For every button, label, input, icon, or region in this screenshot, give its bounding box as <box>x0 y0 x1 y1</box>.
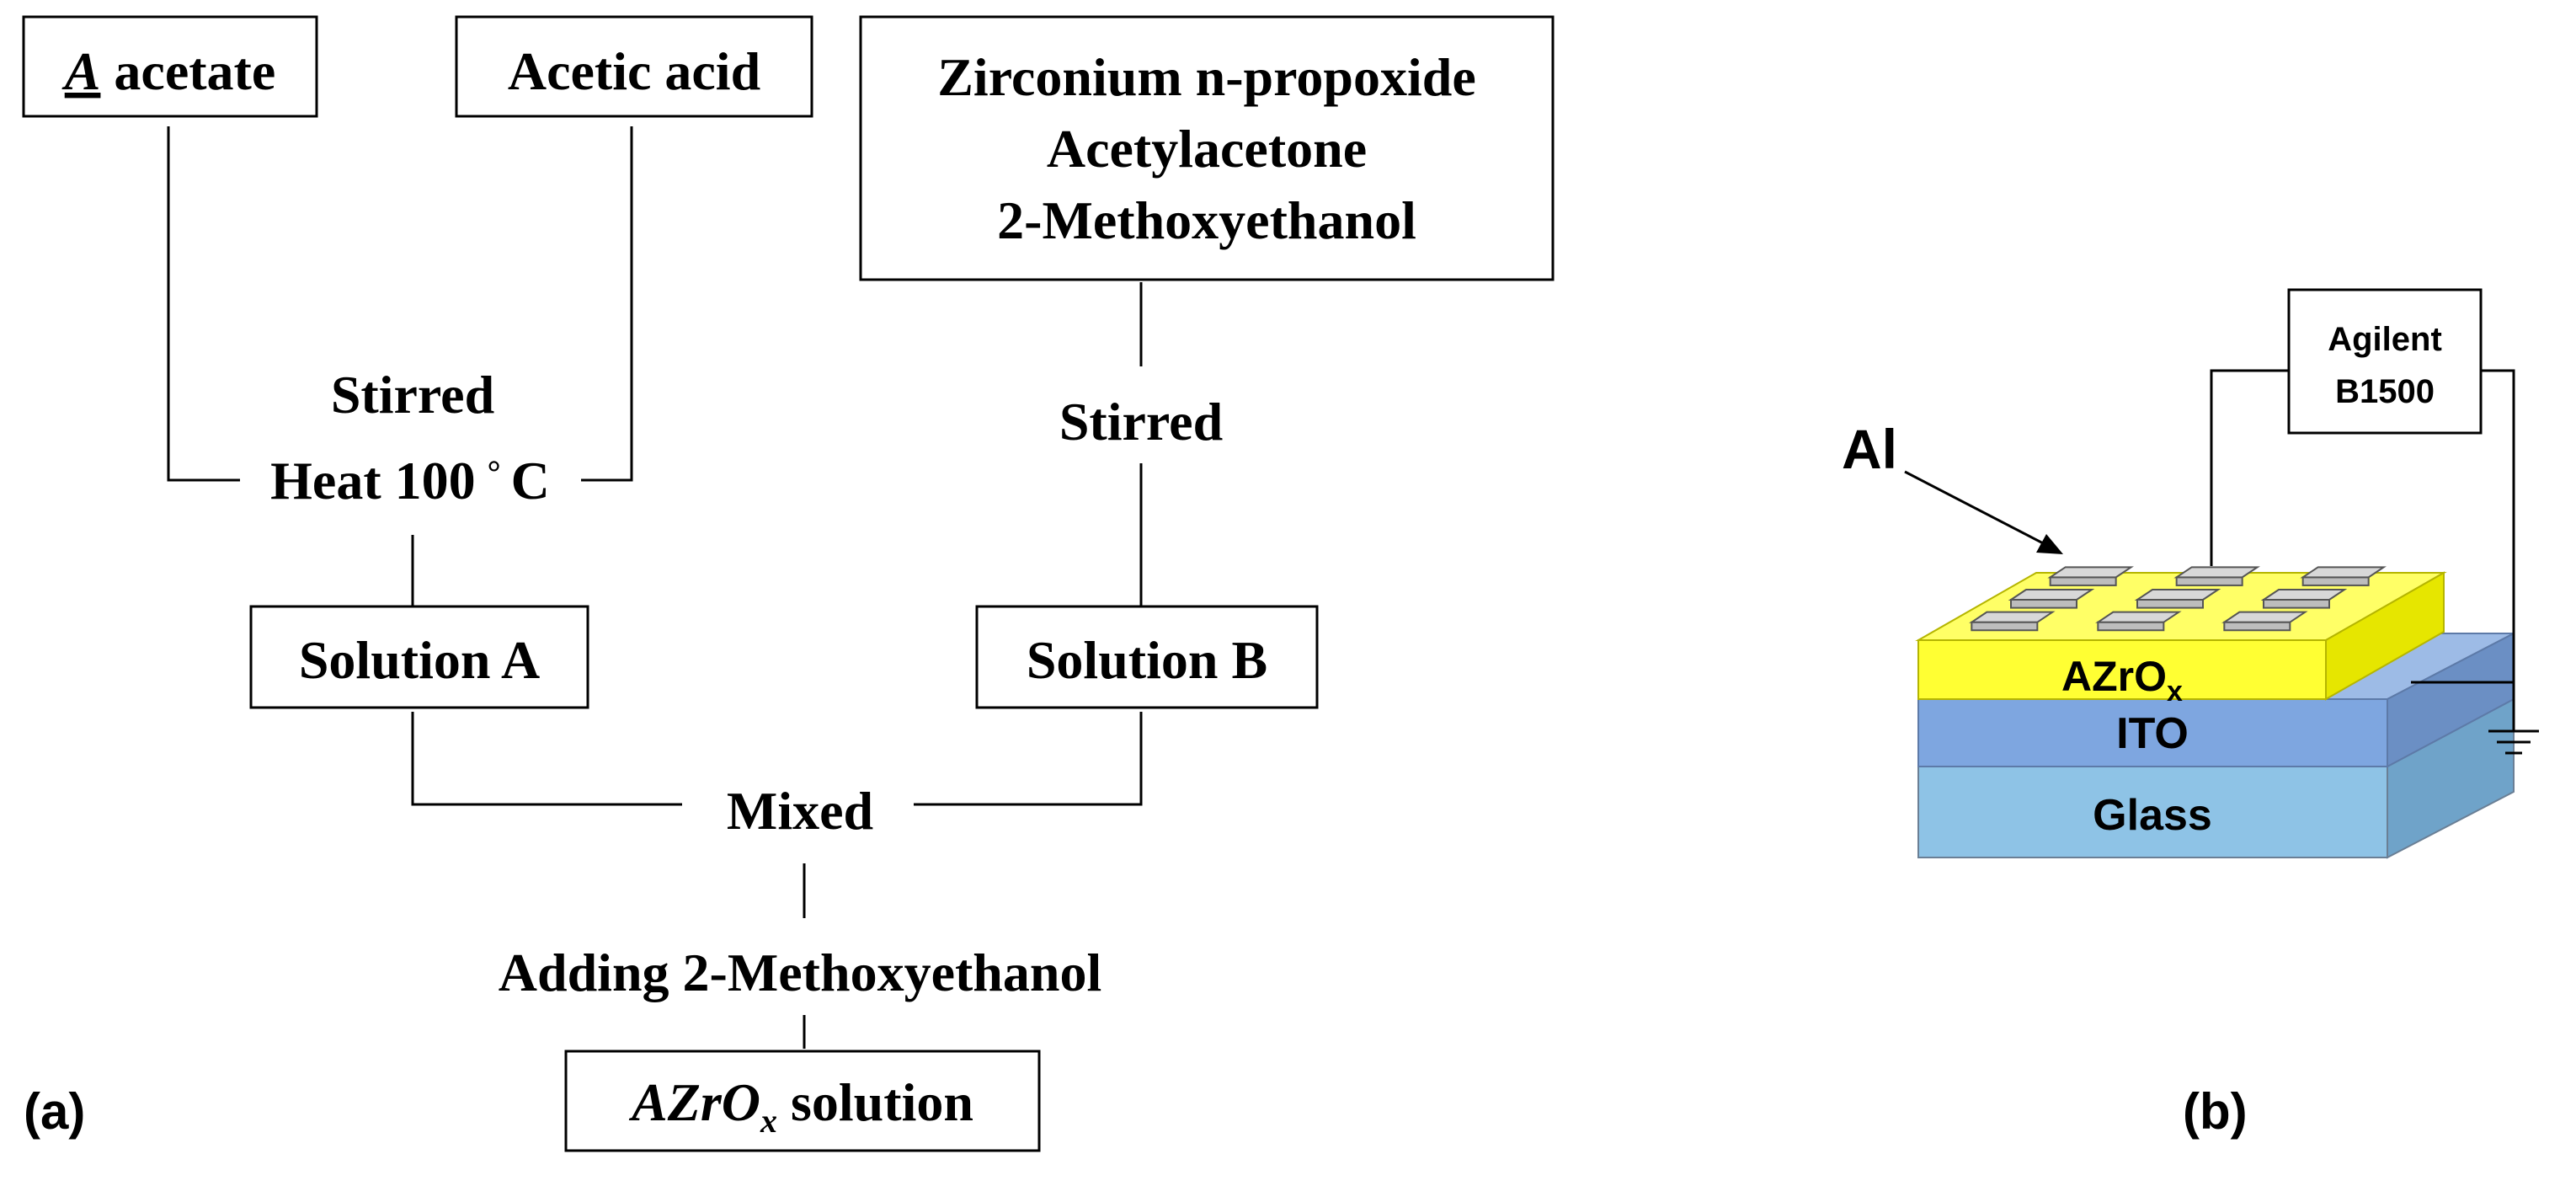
al-pad-top <box>2221 611 2308 623</box>
a-acetate-italic: A <box>61 41 101 101</box>
ito-front <box>1917 698 2388 767</box>
al-pad-front <box>2010 599 2077 609</box>
al-pad-front <box>1971 621 2039 632</box>
zr-line-1: Zirconium n-propoxide <box>937 47 1476 107</box>
box-solution-b: Solution B <box>975 605 1319 709</box>
stirred-heat-line-2: Heat 100°C <box>270 451 550 510</box>
glass-front <box>1917 766 2388 858</box>
solution-a-label: Solution A <box>299 630 540 690</box>
zr-line-3: 2-Methoxyethanol <box>997 190 1416 250</box>
panel-a: A acetate Acetic acid Zirconium n-propox… <box>22 15 1555 1152</box>
azrox-label: AZrOx <box>2061 653 2183 708</box>
al-arrow-head <box>2036 534 2063 554</box>
connector-acetic-acid <box>581 126 633 482</box>
box-acetic-acid: Acetic acid <box>455 15 813 118</box>
a-acetate-rest: acetate <box>100 41 275 101</box>
al-pad-top <box>2095 611 2182 623</box>
al-pad-front <box>2263 599 2330 609</box>
step-stirred-b: Stirred <box>1059 392 1223 451</box>
layer-glass: Glass <box>1917 697 2515 859</box>
al-pad-front <box>2175 576 2243 586</box>
flow-connectors <box>167 126 1143 1049</box>
probe-wire <box>2210 369 2289 566</box>
a-acetate-label: A acetate <box>61 41 276 101</box>
al-pad-top <box>2134 589 2221 601</box>
al-arrow-line <box>1904 470 2049 548</box>
acetic-acid-label: Acetic acid <box>508 41 760 101</box>
al-pads <box>1969 566 2387 632</box>
agilent-line-1: Agilent <box>2328 321 2442 358</box>
step-mixed: Mixed <box>727 781 873 841</box>
al-pad-top <box>2173 566 2260 579</box>
al-pad-top <box>2260 589 2348 601</box>
al-pad-front <box>2223 621 2291 632</box>
zr-line-2: Acetylacetone <box>1047 119 1367 179</box>
panel-b: Glass ITO AZrOx <box>1842 288 2539 1140</box>
connector-a-acetate <box>167 126 240 482</box>
box-solution-a: Solution A <box>249 605 589 709</box>
al-pad-front <box>2049 576 2117 586</box>
glass-label: Glass <box>2093 791 2212 840</box>
azrox-front <box>1917 639 2327 700</box>
agilent-line-2: B1500 <box>2335 373 2435 410</box>
measurement-wiring <box>2210 369 2539 755</box>
solution-b-label: Solution B <box>1027 630 1267 690</box>
al-pad-front <box>2097 621 2165 632</box>
panel-a-label: (a) <box>24 1083 85 1140</box>
step-stirred-heat: Stirred Heat 100°C <box>270 365 550 510</box>
box-zirconium-solution-b-reagents: Zirconium n-propoxide Acetylacetone 2-Me… <box>859 15 1555 281</box>
al-pad-top <box>2008 589 2095 601</box>
al-label: Al <box>1842 418 1897 480</box>
return-wire <box>2481 369 2515 731</box>
box-agilent-b1500: Agilent B1500 <box>2287 288 2483 435</box>
connector-solution-a-to-mixed <box>411 712 682 806</box>
ito-label: ITO <box>2116 709 2189 758</box>
azrox-solution-label: AZrOx solution <box>628 1072 973 1140</box>
step-adding-methoxyethanol: Adding 2-Methoxyethanol <box>499 943 1102 1002</box>
box-a-acetate: A acetate <box>22 15 318 118</box>
al-pad-top <box>1969 611 2056 623</box>
al-pad-front <box>2301 576 2370 586</box>
panel-b-label: (b) <box>2183 1083 2248 1140</box>
al-pad-top <box>2047 566 2134 579</box>
al-pad-front <box>2136 599 2204 609</box>
al-pad-top <box>2300 566 2387 579</box>
box-azrox-solution: AZrOx solution <box>564 1050 1041 1152</box>
connector-solution-b-to-mixed <box>914 712 1143 806</box>
stirred-heat-line-1: Stirred <box>331 365 494 425</box>
